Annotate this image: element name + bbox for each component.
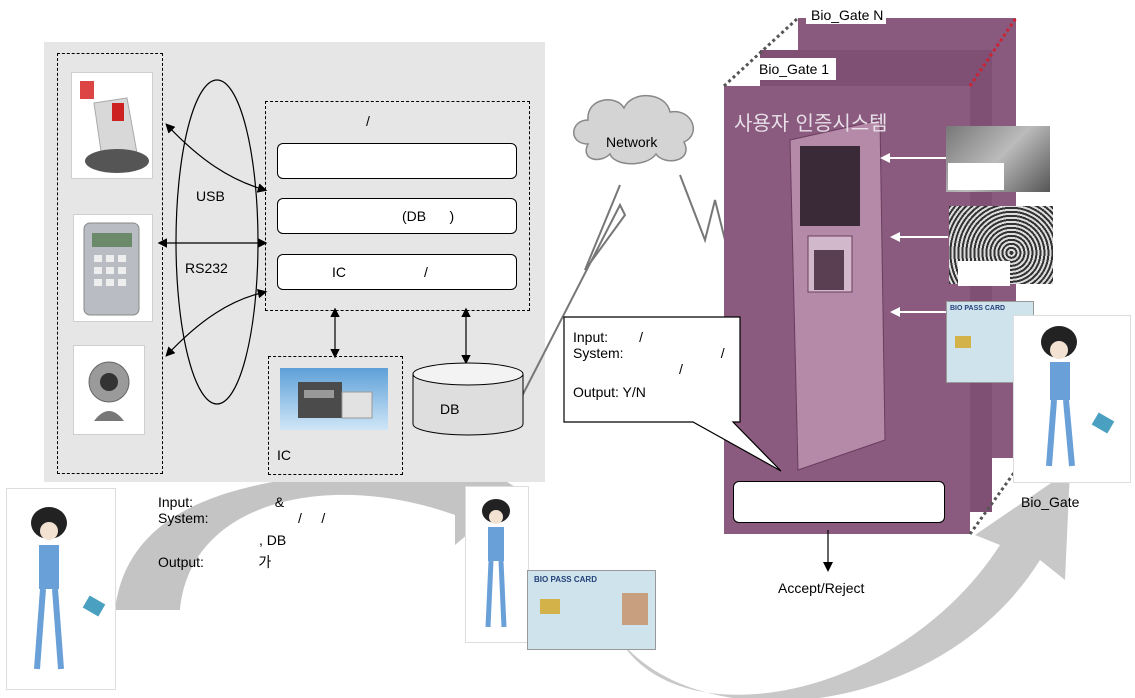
network-cloud bbox=[573, 94, 695, 165]
enroll-line-2: System: / / bbox=[158, 510, 326, 526]
keypad-terminal-image bbox=[73, 214, 153, 322]
usb-label: USB bbox=[196, 188, 225, 204]
bubble-line-1: Input: / bbox=[573, 329, 644, 345]
card-printer-image bbox=[280, 368, 388, 430]
db-label: DB bbox=[440, 401, 460, 417]
fingerprint-caption bbox=[958, 261, 1010, 286]
user-character-card-image bbox=[465, 486, 529, 643]
bubble-line-3: / bbox=[679, 361, 683, 377]
server-module-3: IC / bbox=[277, 254, 517, 290]
kiosk-title: 사용자 인증시스템 bbox=[734, 111, 888, 135]
enroll-line-4: Output: 가 bbox=[158, 554, 272, 570]
user-character-left-image bbox=[6, 488, 116, 690]
biometric-input-arrows bbox=[880, 153, 948, 317]
server-module-1 bbox=[277, 143, 517, 179]
device-group bbox=[57, 53, 163, 474]
interface-ellipse bbox=[175, 79, 259, 405]
bio-gate-n-label: Bio_Gate N bbox=[811, 7, 884, 23]
rs232-label: RS232 bbox=[185, 260, 228, 276]
result-arrow bbox=[823, 530, 833, 572]
enroll-line-3: , DB bbox=[259, 532, 287, 548]
server-box bbox=[265, 101, 530, 311]
accept-reject-label: Accept/Reject bbox=[778, 580, 865, 596]
webcam-image bbox=[73, 345, 145, 435]
network-link-right bbox=[679, 174, 726, 244]
speech-bubble bbox=[563, 316, 782, 472]
server-title: / bbox=[366, 113, 370, 129]
bubble-line-2: System: / bbox=[573, 345, 725, 361]
curved-flow-arrow-left bbox=[115, 440, 520, 610]
user-character-right-image bbox=[1013, 315, 1131, 483]
network-label: Network bbox=[606, 134, 658, 150]
curved-flow-arrow-right bbox=[620, 470, 1070, 698]
printer-label: IC bbox=[277, 447, 291, 463]
camera-arrow bbox=[165, 288, 268, 357]
bubble-line-4: Output: Y/N bbox=[573, 384, 646, 400]
bio-gate-product-label: Bio_Gate bbox=[1021, 494, 1080, 510]
bio-pass-card-bottom: BIO PASS CARD bbox=[527, 570, 656, 650]
database-cylinder bbox=[412, 362, 524, 436]
server-module-2: (DB ) bbox=[277, 198, 517, 234]
result-display-box bbox=[733, 481, 945, 523]
ic-printer-box bbox=[268, 356, 403, 475]
bio-gate-1-label: Bio_Gate 1 bbox=[759, 61, 830, 77]
fingerprint-scanner-image bbox=[71, 72, 153, 179]
enroll-line-1: Input: & bbox=[158, 494, 285, 510]
network-link-left bbox=[519, 184, 627, 401]
usb-arrow bbox=[165, 123, 268, 193]
palm-vein-caption bbox=[948, 163, 1004, 190]
